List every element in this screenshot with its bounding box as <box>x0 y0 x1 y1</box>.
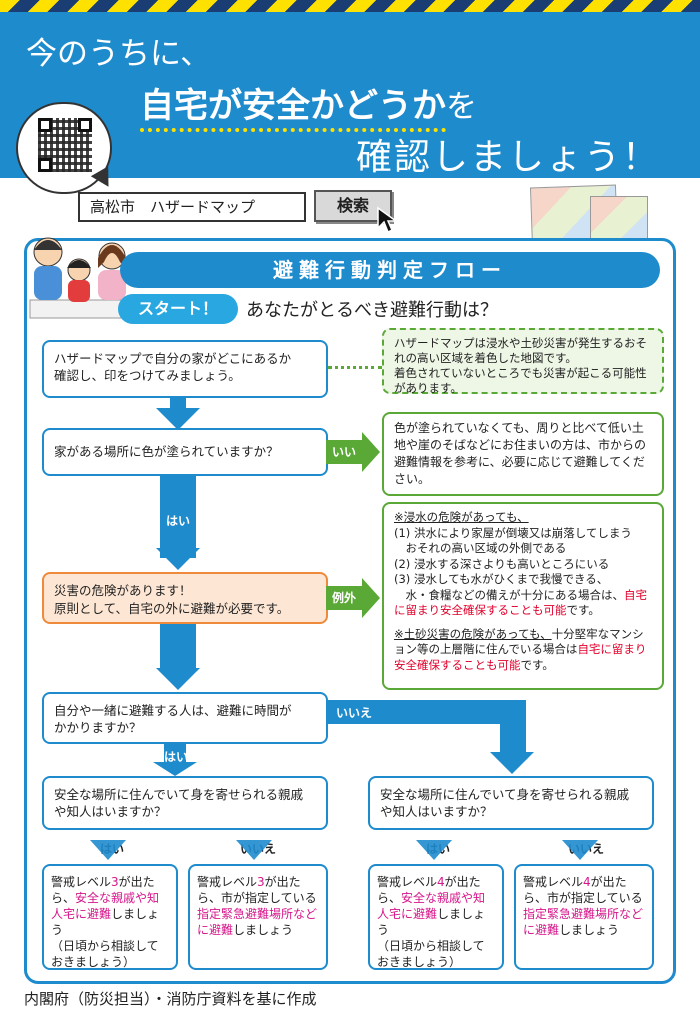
headline-emphasis: 自宅が安全かどうか <box>140 86 446 132</box>
down-arrow-icon <box>236 840 272 860</box>
result-highlight: 安全な親戚や知人宅に避難 <box>377 891 486 921</box>
exception-arrow-label: 例外 <box>326 586 364 610</box>
no-color-note: 色が塗られていなくても、周りと比べて低い土地や崖のそばなどにお住まいの方は、市か… <box>382 412 664 496</box>
qr-finder-icon <box>78 118 92 132</box>
arrow-stem <box>164 744 186 764</box>
danger-heading: 災害の危険があります！ <box>54 583 192 598</box>
result-text: 警戒レベル <box>377 875 438 889</box>
result-highlight: 指定緊急避難場所などに避難 <box>197 907 318 937</box>
step3-box: 災害の危険があります！ 原則として、自宅の外に避難が必要です。 <box>42 572 328 624</box>
down-arrow-icon <box>156 668 200 690</box>
step1-box: ハザードマップで自分の家がどこにあるか 確認し、印をつけてみましょう。 <box>42 340 328 398</box>
result-text: 警戒レベル <box>51 875 112 889</box>
result-highlight: 安全な親戚や知人宅に避難 <box>51 891 160 921</box>
source-credit: 内閣府（防災担当）・消防庁資料を基に作成 <box>24 990 317 1008</box>
dotted-connector <box>328 366 382 369</box>
down-arrow-icon <box>90 840 126 860</box>
cursor-icon <box>377 206 399 234</box>
alert-level: 4 <box>583 875 591 889</box>
flow-title: 避難行動判定フロー <box>120 252 660 288</box>
result-level4-relatives: 警戒レベル4が出たら、安全な親戚や知人宅に避難しましょう（日頃から相談しておきま… <box>368 864 504 970</box>
flow-question: あなたがとるべき避難行動は？ <box>246 300 498 321</box>
result-text: が出たら、市が指定している <box>197 875 317 905</box>
headline-line1: 今のうちに、 <box>26 36 212 72</box>
qr-finder-icon <box>38 158 52 172</box>
down-arrow-icon <box>490 752 534 774</box>
down-arrow-icon <box>156 408 200 430</box>
family-illustration-icon <box>29 237 131 319</box>
step5-left-box: 安全な場所に住んでいて身を寄せられる親戚 や知人はいますか？ <box>42 776 328 830</box>
header-banner <box>0 12 700 178</box>
headline-line2: 自宅が安全かどうかを <box>140 78 477 132</box>
flood-exception-heading: ※浸水の危険があっても、 <box>394 510 529 524</box>
result-text: が出たら、 <box>51 875 155 905</box>
down-arrow-icon <box>153 762 197 776</box>
result-level3-relatives: 警戒レベル3が出たら、安全な親戚や知人宅に避難しましょう（日頃から相談しておきま… <box>42 864 178 970</box>
start-badge: スタート！ <box>118 294 238 324</box>
yes-label: はい <box>166 514 191 528</box>
result-level4-shelter: 警戒レベル4が出たら、市が指定している指定緊急避難場所などに避難しましょう <box>514 864 654 970</box>
step4-box: 自分や一緒に避難する人は、避難に時間が かかりますか？ <box>42 692 328 744</box>
result-text: しましょう <box>559 923 620 937</box>
arrow-stem <box>160 624 196 670</box>
result-text: が出たら、市が指定している <box>523 875 643 905</box>
result-text: が出たら、 <box>377 875 481 905</box>
landslide-exception-heading: ※土砂災害の危険があっても、 <box>394 626 552 641</box>
landslide-exception-text: 十分堅牢なマンション等の上層階に住んでいる場合は <box>394 626 644 657</box>
hazard-stripe <box>0 0 700 12</box>
headline-suffix: を <box>446 89 477 125</box>
down-arrow-icon <box>562 840 598 860</box>
result-level3-shelter: 警戒レベル3が出たら、市が指定している指定緊急避難場所などに避難しましょう <box>188 864 328 970</box>
result-text: 警戒レベル <box>197 875 258 889</box>
headline-line3: 確認しましょう！ <box>356 137 661 178</box>
flood-exception-item1: (1) 洪水により家屋が倒壊又は崩落してしまう おそれの高い区域の外側である <box>394 525 632 556</box>
down-arrow-icon <box>416 840 452 860</box>
stay-home-highlight: 自宅に留まり安全確保することも可能 <box>394 587 647 618</box>
flood-exception-item2: (2) 浸水する深さよりも高いところにいる <box>394 556 610 571</box>
step2-box: 家がある場所に色が塗られていますか？ <box>42 428 328 476</box>
arrow-stem <box>500 700 526 754</box>
down-arrow-icon <box>156 548 200 570</box>
no-arrow-label: いいえ <box>326 440 364 483</box>
flood-exception-item3-end: です。 <box>566 603 600 617</box>
search-input[interactable]: 高松市 ハザードマップ <box>78 192 306 222</box>
qr-finder-icon <box>38 118 52 132</box>
result-note: （日頃から相談しておきましょう） <box>377 939 485 969</box>
arrow-stem <box>160 476 196 558</box>
flood-exception-item3: (3) 浸水しても水がひくまで我慢できる、 水・食糧などの備えが十分にある場合は… <box>394 572 624 602</box>
step5-right-box: 安全な場所に住んでいて身を寄せられる親戚 や知人はいますか？ <box>368 776 654 830</box>
hazard-map-note: ハザードマップは浸水や土砂災害が発生するおそれの高い区域を着色した地図です。 着… <box>382 328 664 395</box>
result-highlight: 指定緊急避難場所などに避難 <box>523 907 644 937</box>
no-branch-bar <box>326 700 526 724</box>
result-text: しましょう <box>377 907 486 937</box>
alert-level: 3 <box>257 875 265 889</box>
no-label: いいえ <box>336 706 373 720</box>
result-text: 警戒レベル <box>523 875 584 889</box>
exception-note: ※浸水の危険があっても、 (1) 洪水により家屋が倒壊又は崩落してしまう おそれ… <box>382 502 664 690</box>
alert-level: 4 <box>437 875 445 889</box>
right-arrow-icon <box>362 432 380 472</box>
right-arrow-icon <box>362 578 380 618</box>
landslide-exception-end: です。 <box>520 657 554 672</box>
result-text: しましょう <box>51 907 160 937</box>
stay-home-highlight: 自宅に留まり安全確保することも可能 <box>394 642 647 672</box>
result-text: しましょう <box>233 923 294 937</box>
yes-label: はい <box>164 750 189 764</box>
alert-level: 3 <box>111 875 119 889</box>
danger-text: 原則として、自宅の外に避難が必要です。 <box>54 601 290 616</box>
result-note: （日頃から相談しておきましょう） <box>51 939 159 969</box>
